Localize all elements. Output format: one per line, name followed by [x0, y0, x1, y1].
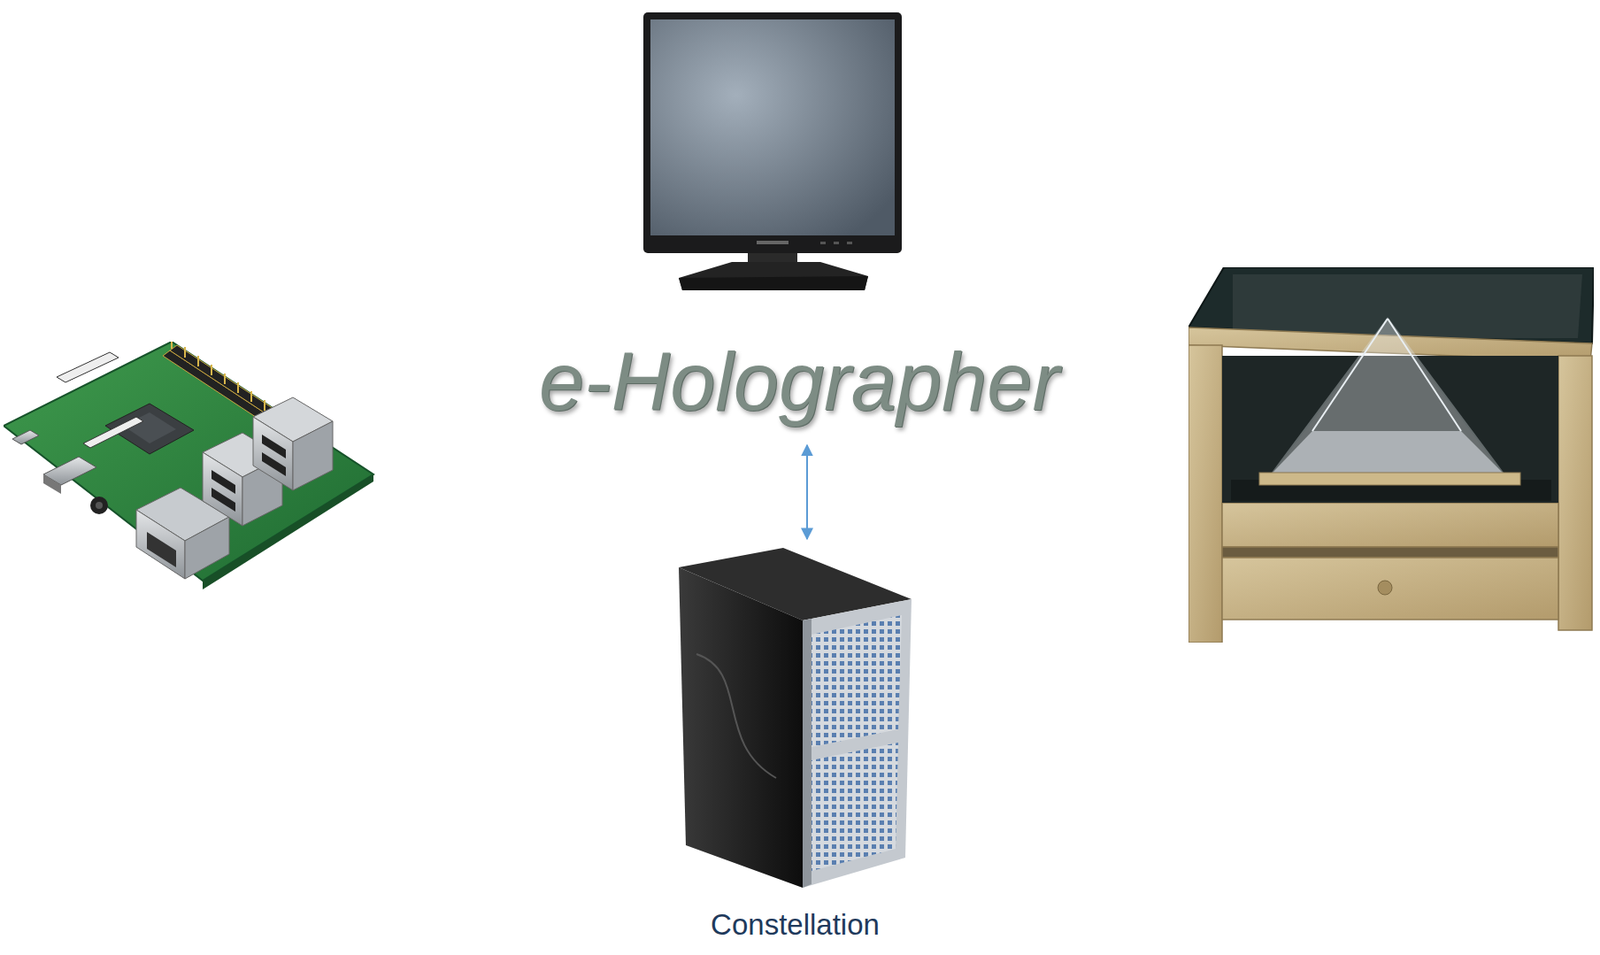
illustration-part	[820, 241, 826, 245]
illustration-part	[90, 496, 108, 515]
usb-ports	[202, 397, 333, 526]
illustration-part	[136, 509, 185, 579]
illustration-part	[197, 355, 200, 367]
illustration-part	[696, 653, 777, 778]
illustration-part	[146, 531, 177, 568]
illustration-part	[250, 391, 253, 402]
illustration-part	[1312, 318, 1388, 431]
monitor-stand	[678, 253, 869, 291]
hologram-pyramid	[1259, 318, 1521, 485]
drawer-knob	[1377, 580, 1393, 595]
illustration-part	[292, 421, 333, 491]
illustration-part	[1387, 318, 1462, 431]
illustration-part	[1222, 557, 1559, 620]
illustration-part	[1222, 502, 1559, 547]
illustration-part	[261, 452, 286, 477]
illustration-part	[1188, 345, 1223, 643]
illustration-part	[184, 346, 186, 358]
illustration-part	[56, 352, 119, 383]
monitor-bezel	[643, 12, 902, 254]
illustration-part	[83, 416, 144, 448]
audio-jack	[90, 496, 108, 515]
illustration-part	[1272, 318, 1503, 473]
illustration-part	[202, 452, 243, 526]
raspberry-pi-board	[3, 341, 376, 592]
illustration-part	[184, 516, 230, 579]
illustration-part	[802, 599, 912, 888]
server-tower	[678, 547, 912, 888]
illustration-part	[263, 400, 266, 411]
illustration-part	[43, 474, 62, 494]
micro-usb-port	[12, 430, 39, 445]
illustration-part	[650, 19, 895, 236]
title-node: e-Holographer	[530, 335, 1069, 430]
illustration-part	[846, 241, 853, 245]
illustration-part	[210, 364, 213, 376]
illustration-part	[678, 276, 869, 291]
illustration-part	[811, 615, 902, 747]
illustration-part	[1259, 472, 1521, 485]
illustration-part	[643, 12, 902, 254]
illustration-part	[253, 416, 293, 491]
server-label: Constellation	[678, 907, 912, 943]
illustration-part	[1377, 580, 1393, 595]
illustration-part	[678, 567, 803, 888]
illustration-part	[833, 241, 839, 245]
diagram-title: e-Holographer	[530, 335, 1069, 430]
illustration-part	[12, 430, 39, 445]
illustration-part	[237, 382, 239, 393]
pcb	[3, 341, 374, 590]
illustration-part	[170, 341, 173, 349]
illustration-part	[223, 373, 226, 385]
hologram-pyramid-box	[1188, 267, 1594, 643]
server-node: Constellation	[678, 547, 912, 943]
illustration-part	[1222, 546, 1559, 558]
illustration-part	[1558, 355, 1593, 631]
illustration-part	[1232, 274, 1583, 339]
monitor	[643, 12, 902, 293]
illustration-part	[811, 742, 899, 871]
ribbon-connector	[56, 352, 144, 448]
double-arrow	[806, 445, 808, 539]
illustration-part	[756, 240, 789, 245]
illustration-part	[3, 341, 374, 581]
hdmi-port	[43, 456, 97, 494]
illustration-part	[95, 501, 103, 509]
illustration-part	[211, 487, 236, 512]
illustration-part	[802, 618, 812, 888]
illustration-part	[678, 261, 869, 291]
